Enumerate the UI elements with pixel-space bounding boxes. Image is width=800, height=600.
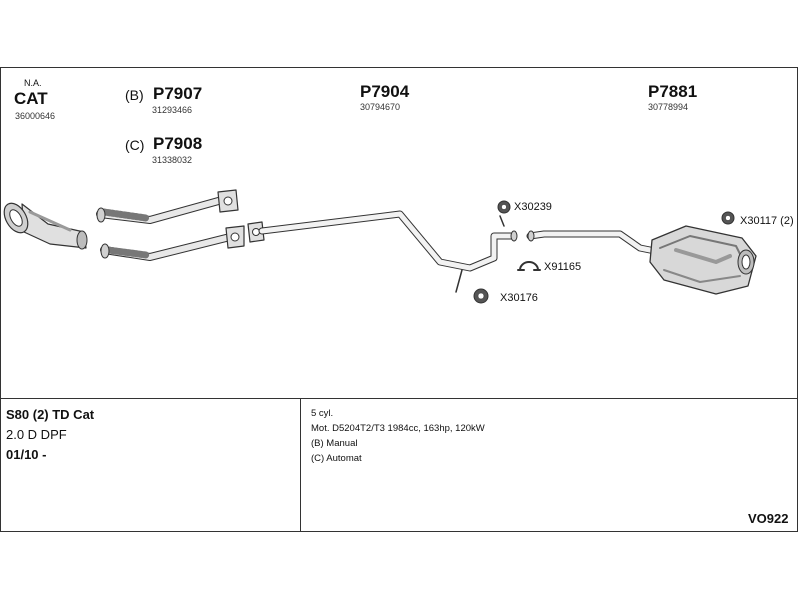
- spec-automat: (C) Automat: [311, 453, 362, 464]
- front-pipe-p7907: [96, 189, 239, 224]
- rubber-mount-x30176: [473, 288, 489, 304]
- callout-x30239: X30239: [514, 201, 552, 213]
- part-p7881: P7881: [648, 82, 698, 101]
- info-column-divider: [300, 398, 301, 532]
- callout-x91165: X91165: [544, 261, 582, 273]
- callout-x30117: X30117 (2): [740, 215, 794, 227]
- callout-x30176: X30176: [500, 292, 538, 304]
- catalytic-converter: [3, 202, 88, 250]
- part-p7907: P7907: [153, 84, 203, 103]
- middle-pipe-p7904: [247, 210, 518, 293]
- vehicle-model: S80 (2) TD Cat: [6, 407, 95, 422]
- part-p7881-number: 30778994: [648, 102, 689, 112]
- diagram-frame: [0, 67, 798, 532]
- spec-motor: Mot. D5204T2/T3 1984cc, 163hp, 120kW: [311, 423, 485, 434]
- variant-c: (C): [125, 137, 145, 153]
- part-p7908: P7908: [153, 134, 203, 153]
- cat-number: 36000646: [15, 111, 56, 121]
- info-divider: [0, 398, 798, 399]
- front-pipe-p7908: [100, 225, 245, 261]
- diagram-code: VO922: [748, 511, 789, 526]
- part-p7904: P7904: [360, 82, 410, 101]
- variant-b: (B): [125, 87, 144, 103]
- cat-label: CAT: [14, 89, 48, 108]
- rubber-mount-x30117: [721, 211, 735, 225]
- spec-manual: (B) Manual: [311, 438, 358, 449]
- part-p7904-number: 30794670: [360, 102, 401, 112]
- part-p7908-number: 31338032: [152, 155, 193, 165]
- vehicle-engine: 2.0 D DPF: [6, 427, 67, 442]
- rubber-mount-x30239: [497, 200, 511, 214]
- clamp-x91165: [517, 261, 541, 271]
- rear-silencer-p7881: [526, 225, 757, 295]
- cat-code: N.A.: [24, 78, 42, 88]
- part-p7907-number: 31293466: [152, 105, 193, 115]
- vehicle-date: 01/10 -: [6, 447, 47, 462]
- spec-cylinders: 5 cyl.: [311, 408, 334, 419]
